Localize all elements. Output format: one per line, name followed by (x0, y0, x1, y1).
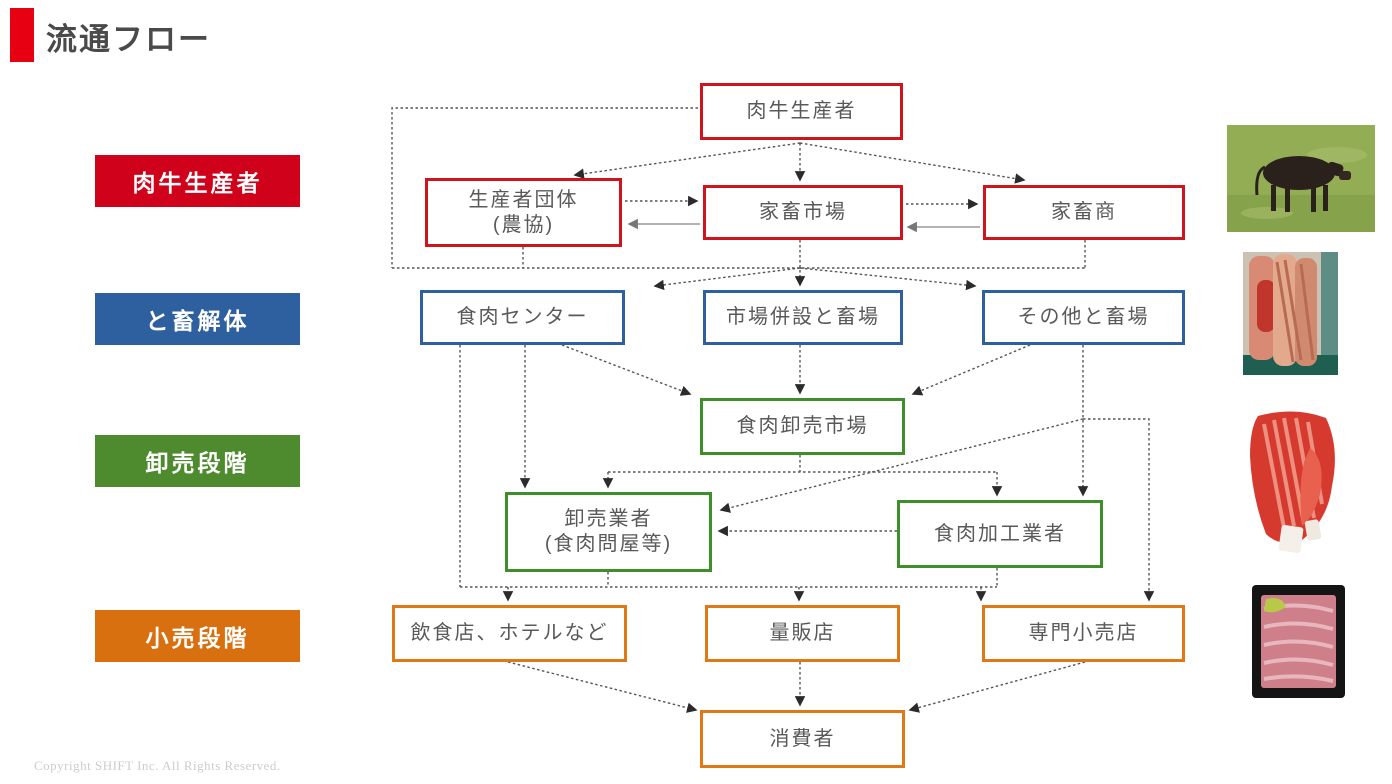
node-meat-center: 食肉センター (420, 290, 625, 345)
title-accent-bar (10, 8, 34, 62)
node-label: 市場併設と畜場 (726, 306, 880, 328)
node-label-line2: (農協) (492, 213, 555, 236)
node-producer-group: 生産者団体 (農協) (425, 178, 622, 247)
stage-label-text: 卸売段階 (145, 450, 250, 476)
node-market-slaughterhouse: 市場併設と畜場 (703, 290, 903, 345)
node-wholesale-market: 食肉卸売市場 (700, 398, 905, 455)
node-wholesaler: 卸売業者 (食肉問屋等) (505, 492, 712, 572)
node-other-slaughterhouse: その他と畜場 (982, 290, 1185, 345)
stage-label-slaughter: と畜解体 (95, 293, 300, 345)
stage-label-text: と畜解体 (145, 308, 250, 334)
node-label: 家畜商 (1051, 201, 1117, 223)
node-consumer: 消費者 (700, 710, 905, 768)
node-specialty-retailer: 専門小売店 (982, 605, 1185, 662)
beef-cut-photo (1240, 408, 1350, 560)
cow-photo (1227, 125, 1375, 232)
node-producer: 肉牛生産者 (700, 83, 903, 140)
node-label: 家畜市場 (759, 201, 847, 223)
node-livestock-market: 家畜市場 (703, 185, 903, 240)
packaged-meat-photo (1252, 585, 1345, 698)
node-label: 生産者団体 (468, 188, 579, 211)
page-title: 流通フロー (46, 22, 211, 57)
stage-label-wholesale: 卸売段階 (95, 435, 300, 487)
copyright-notice: Copyright SHIFT Inc. All Rights Reserved… (34, 758, 281, 773)
node-label: 食肉加工業者 (934, 522, 1066, 545)
node-meat-processor: 食肉加工業者 (897, 500, 1103, 568)
node-label: 消費者 (769, 727, 836, 750)
carcass-photo (1243, 252, 1338, 375)
node-label: その他と畜場 (1017, 306, 1150, 328)
node-label: 食肉卸売市場 (736, 415, 869, 437)
node-label: 卸売業者 (564, 508, 653, 530)
stage-label-producer: 肉牛生産者 (95, 155, 300, 207)
node-mass-retailer: 量販店 (705, 605, 900, 662)
stage-label-text: 肉牛生産者 (132, 170, 263, 196)
node-label: 食肉センター (456, 306, 589, 328)
stage-label-retail: 小売段階 (95, 610, 300, 662)
node-restaurants: 飲食店、ホテルなど (392, 605, 627, 662)
stage-label-text: 小売段階 (145, 625, 250, 651)
node-label: 飲食店、ホテルなど (410, 622, 609, 644)
node-label: 量販店 (769, 622, 836, 644)
node-label-line2: (食肉問屋等) (544, 533, 673, 555)
node-livestock-dealer: 家畜商 (983, 185, 1185, 240)
node-label: 肉牛生産者 (746, 100, 857, 122)
node-label: 専門小売店 (1028, 622, 1139, 644)
